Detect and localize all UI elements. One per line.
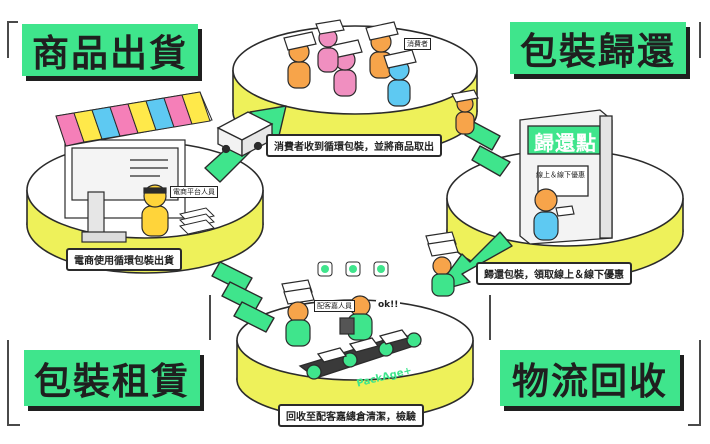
check-badges [317, 261, 389, 277]
inspector-staff [339, 295, 373, 341]
consumers-group [283, 19, 417, 107]
frame-bottom-right [688, 340, 701, 426]
consumer-at-kiosk [533, 188, 575, 241]
caption-consumer-receives: 消費者收到循環包裝，並將商品取出 [266, 134, 442, 157]
caption-warehouse-cleaning: 回收至配客嘉總倉清潔，檢驗 [278, 404, 424, 427]
merchant-staff [141, 184, 169, 237]
caption-return-for-offers: 歸還包裝，領取線上＆線下優惠 [476, 262, 632, 285]
tag-offers: 線上＆線下優惠 [536, 171, 585, 179]
delivery-truck-icon [216, 111, 274, 158]
tag-consumer: 消費者 [404, 38, 431, 50]
platform-right [446, 149, 684, 281]
stage-title-package-return: 包裝歸還 [510, 22, 686, 74]
tag-merchant-staff: 電商平台人員 [170, 186, 218, 198]
consumer-returning-box [451, 89, 479, 135]
storefront-illustration [64, 139, 186, 243]
courier-staff-left [281, 279, 315, 347]
stair-bottom-to-left-3 [233, 301, 275, 333]
courier-carrying-stack [425, 231, 459, 297]
frame-top-left [7, 21, 18, 58]
kiosk-sign-return-point: 歸還點 [534, 131, 597, 155]
stage-title-package-rental: 包裝租賃 [24, 350, 200, 406]
stage-title-product-shipping: 商品出貨 [22, 24, 198, 76]
caption-merchant-ships: 電商使用循環包裝出貨 [66, 248, 182, 271]
striped-awning [55, 91, 213, 147]
tag-courier-staff: 配客嘉人員 [314, 300, 355, 312]
packaging-stack [179, 207, 215, 235]
stage-title-logistics-recycling: 物流回收 [500, 350, 680, 406]
conveyor-belt [298, 329, 422, 380]
stair-top-to-right-2 [471, 145, 511, 177]
tag-ok: ok!! [376, 300, 401, 310]
frame-bottom-left [7, 340, 20, 426]
